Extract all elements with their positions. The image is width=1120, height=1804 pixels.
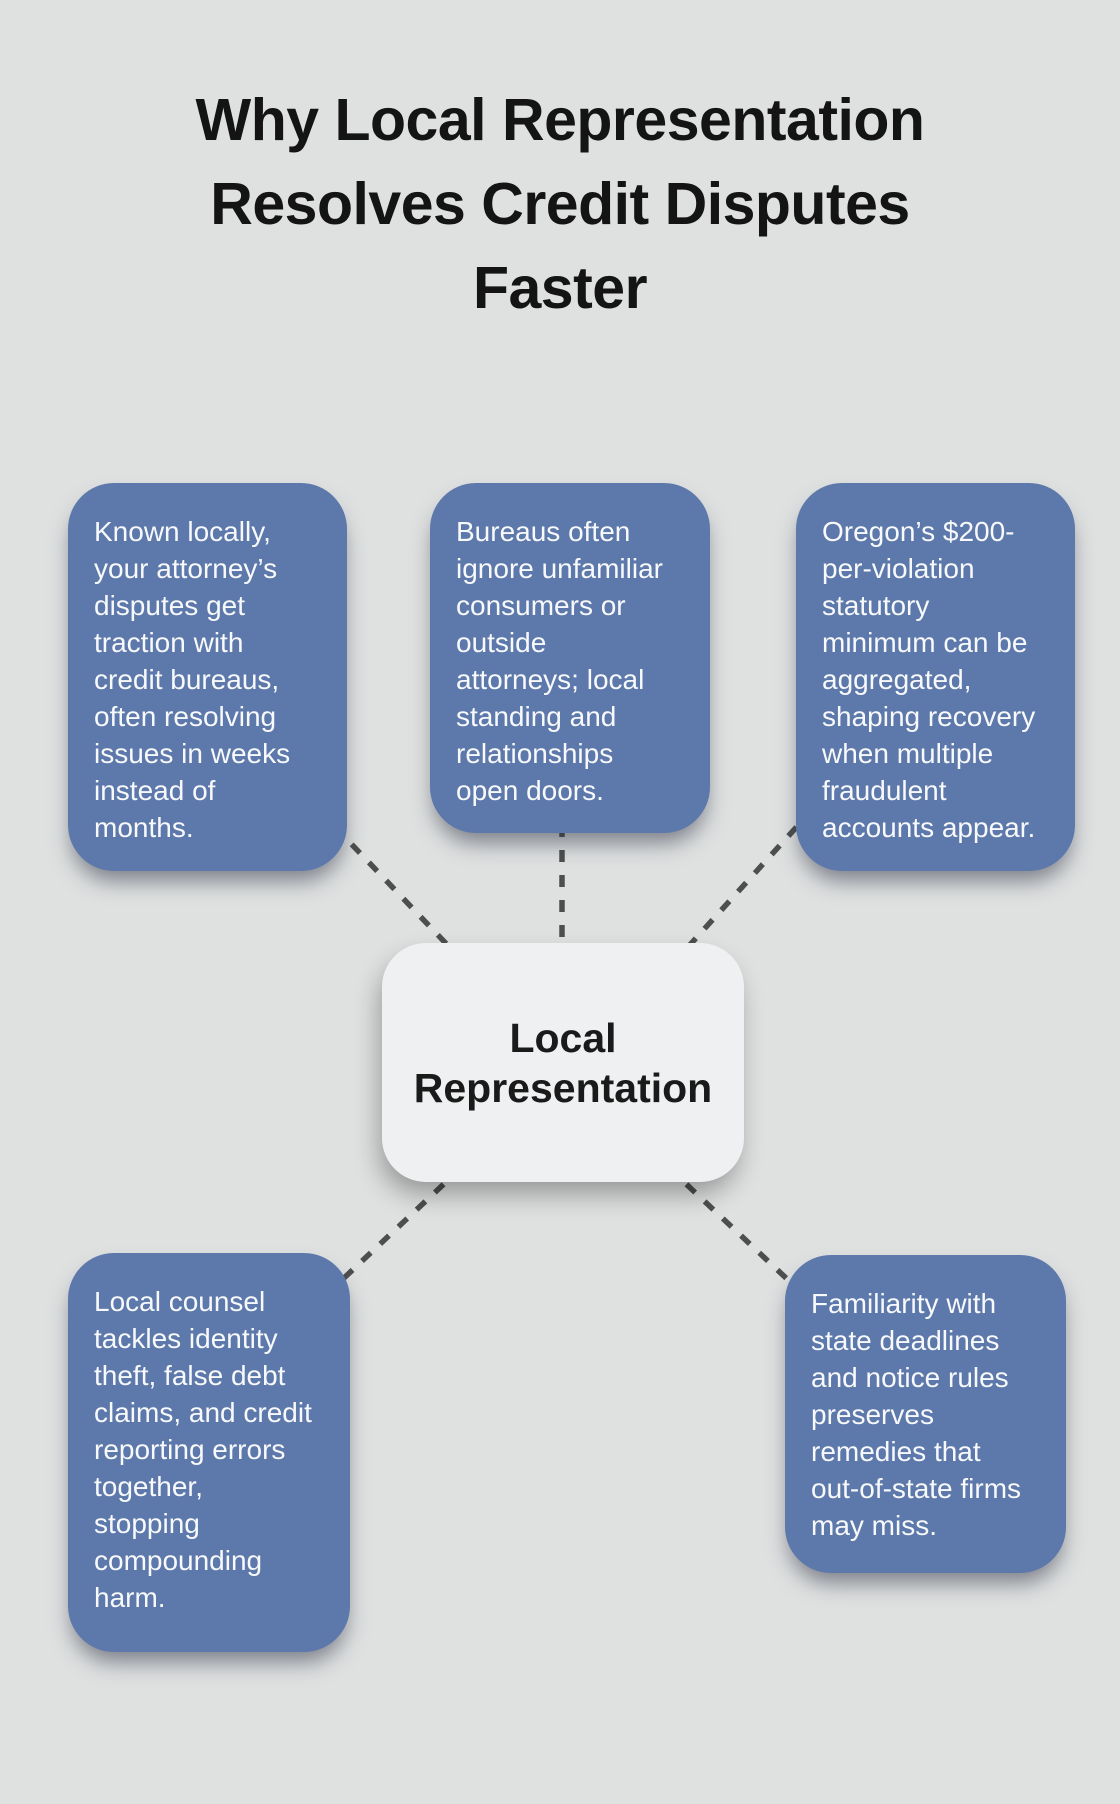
reason-card-top-center: Bureaus often ignore unfamiliar consumer…: [430, 483, 710, 833]
reason-card-bottom-left: Local counsel tackles identity theft, fa…: [68, 1253, 350, 1652]
reason-card-top-right: Oregon’s $200- per-violation statutory m…: [796, 483, 1075, 871]
page-title: Why Local Representation Resolves Credit…: [195, 87, 925, 321]
central-topic-node: Local Representation: [382, 943, 744, 1182]
reason-card-bottom-right: Familiarity with state deadlines and not…: [785, 1255, 1066, 1573]
reason-card-top-left: Known locally, your attorney’s disputes …: [68, 483, 347, 871]
